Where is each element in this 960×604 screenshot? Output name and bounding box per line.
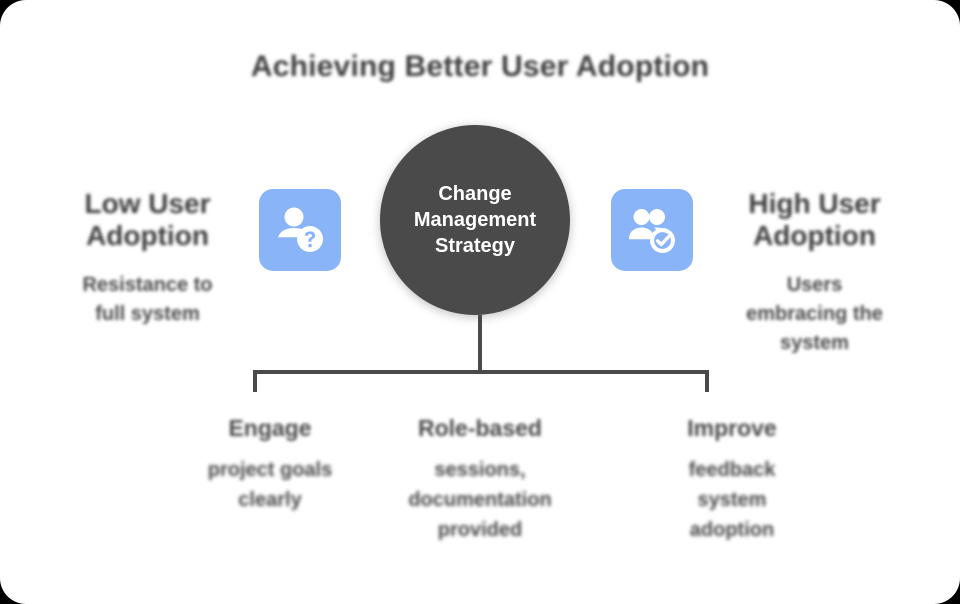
connector-stem — [478, 315, 482, 372]
side-block-low-adoption: Low User Adoption Resistance to full sys… — [40, 188, 255, 329]
low-adoption-subtext: Resistance to full system — [82, 273, 213, 325]
bottom-item-engage: Engage project goals clearly — [155, 415, 385, 515]
side-block-high-adoption: High User Adoption Users embracing the s… — [707, 188, 922, 358]
bottom-item-heading: Improve — [687, 415, 777, 441]
high-adoption-heading: High User Adoption — [748, 188, 881, 252]
bottom-item-heading: Engage — [228, 415, 312, 441]
center-node-change-management-strategy[interactable]: Change Management Strategy — [380, 125, 570, 315]
people-check-icon-tile[interactable] — [611, 189, 693, 271]
bottom-item-subtext: feedback system adoption — [688, 458, 776, 541]
person-question-icon-tile[interactable] — [259, 189, 341, 271]
connector-horizontal-bar — [253, 370, 709, 374]
bottom-item-improve: Improve feedback system adoption — [617, 415, 847, 545]
person-question-icon — [278, 207, 323, 252]
connector-drop-left — [253, 370, 257, 392]
center-node-label: Change Management Strategy — [413, 183, 537, 257]
bottom-item-subtext: project goals clearly — [207, 458, 333, 511]
low-adoption-heading: Low User Adoption — [84, 188, 211, 252]
page-title: Achieving Better User Adoption — [250, 50, 710, 83]
connector-drop-right — [705, 370, 709, 392]
high-adoption-subtext: Users embracing the system — [746, 273, 883, 354]
people-check-icon — [629, 209, 675, 253]
bottom-item-heading: Role-based — [418, 415, 542, 441]
bottom-item-subtext: sessions, documentation provided — [408, 458, 552, 541]
bottom-item-role-based: Role-based sessions, documentation provi… — [365, 415, 595, 545]
